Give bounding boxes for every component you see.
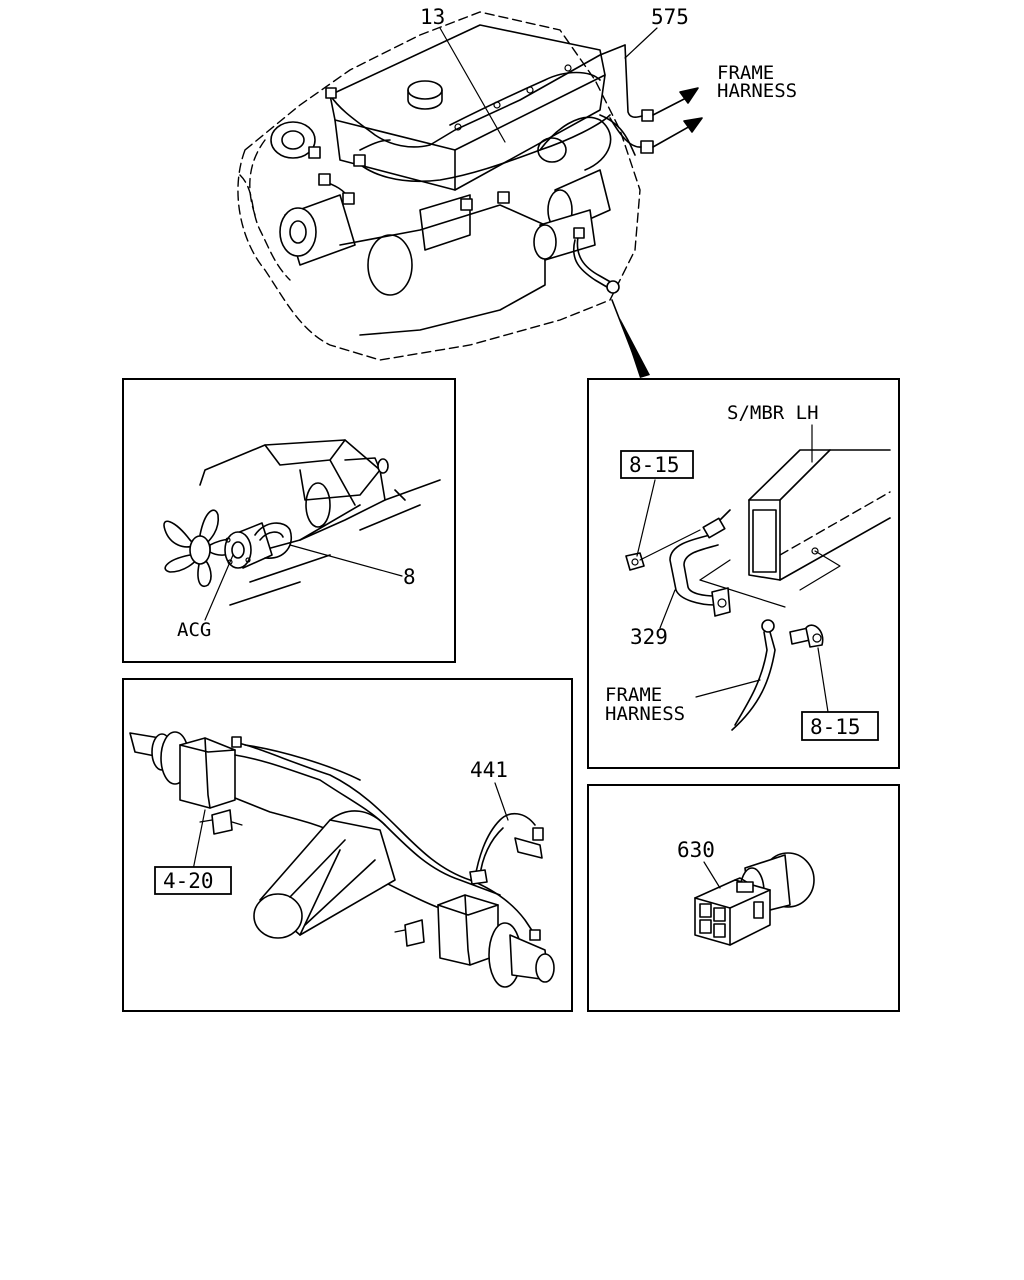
panel-axle-detail — [122, 678, 573, 1012]
ref-box-4-20 — [154, 866, 232, 895]
callout-329: 329 — [630, 625, 668, 649]
ref-box-8-15-bottom — [801, 711, 879, 741]
frame-harness-label-line1: FRAME — [717, 62, 774, 84]
ref-4-20: 4-20 — [163, 869, 214, 893]
frame-harness-label-line2-ground: HARNESS — [605, 703, 685, 725]
acg-label: ACG — [177, 619, 211, 641]
ref-8-15-bottom: 8-15 — [810, 715, 861, 739]
callout-8: 8 — [403, 565, 416, 589]
ref-box-8-15-top — [620, 450, 694, 479]
callout-575: 575 — [651, 5, 689, 29]
smbr-lh-label: S/MBR LH — [727, 402, 819, 424]
callout-441: 441 — [470, 758, 508, 782]
frame-harness-label-line2: HARNESS — [717, 80, 797, 102]
ref-8-15-top: 8-15 — [629, 453, 680, 477]
callout-630: 630 — [677, 838, 715, 862]
engine-assembly-illustration — [237, 11, 703, 378]
panel-connector-detail — [587, 784, 900, 1012]
callout-13: 13 — [420, 5, 445, 29]
panel-ground-detail — [587, 378, 900, 769]
frame-harness-label-line1-ground: FRAME — [605, 684, 662, 706]
panel-acg-detail — [122, 378, 456, 663]
